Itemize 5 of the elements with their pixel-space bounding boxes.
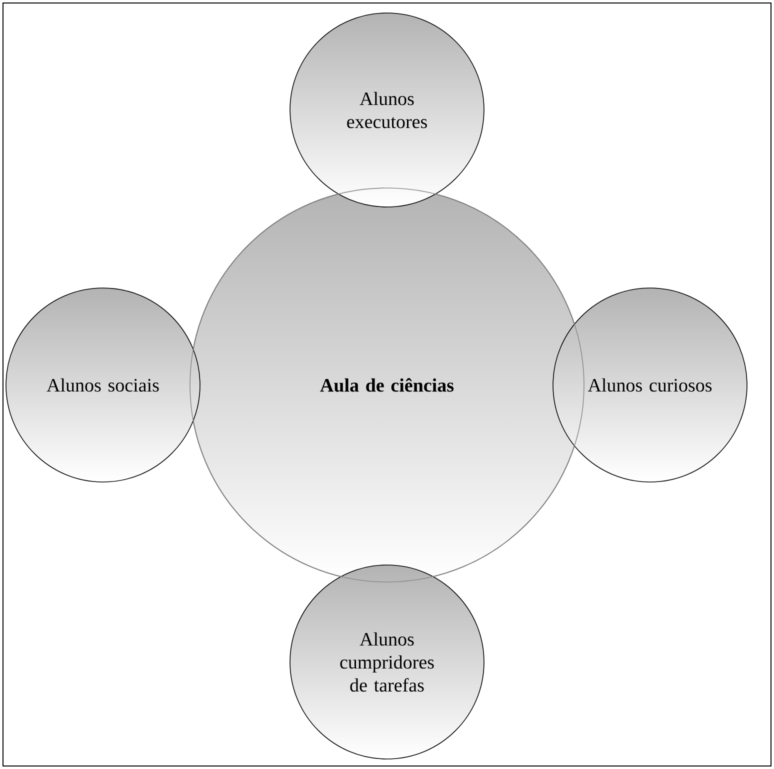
- circle-node: Alunos executores: [290, 12, 484, 208]
- circle-node: Alunos sociais: [6, 288, 200, 482]
- circle-node: Aula de ciências: [190, 188, 584, 582]
- circle-node: Alunos curiosos: [552, 288, 748, 482]
- circle-node: Alunos cumpridores de tarefas: [290, 564, 484, 760]
